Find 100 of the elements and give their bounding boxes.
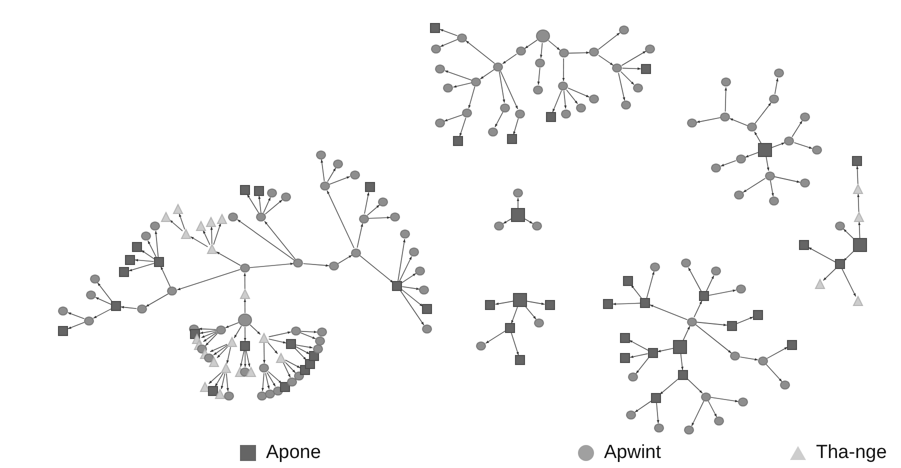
arrow: [620, 71, 634, 85]
arrow: [366, 204, 380, 216]
arrow: [300, 330, 318, 334]
arrow: [552, 90, 562, 112]
arrow: [774, 78, 778, 94]
arrow: [398, 238, 406, 282]
arrow: [774, 176, 800, 183]
circle-node: [317, 327, 328, 338]
triangle-node: [217, 214, 228, 224]
arrow: [808, 247, 836, 262]
circle-node: [265, 388, 276, 399]
square-node: [485, 300, 496, 310]
circle-node: [358, 214, 369, 224]
circle-node: [136, 304, 147, 314]
triangle-node: [276, 352, 286, 363]
square-node: [504, 323, 515, 334]
arrow: [178, 213, 186, 230]
arrow: [682, 326, 690, 342]
arrow: [466, 40, 495, 64]
arrow: [710, 397, 739, 402]
circle-node: [588, 94, 599, 104]
arrow: [696, 117, 721, 123]
arrow: [368, 216, 391, 219]
square-node: [513, 293, 527, 307]
arrow: [708, 400, 718, 418]
circle-node: [535, 58, 546, 68]
square-node: [58, 326, 68, 336]
arrow: [724, 87, 728, 112]
circle-node: [500, 102, 510, 113]
arrow: [657, 348, 674, 352]
triangle-node: [160, 212, 171, 222]
arrow: [680, 354, 684, 370]
arrow: [216, 346, 229, 358]
arrow: [220, 372, 226, 390]
circle-node: [558, 48, 569, 58]
triangle-node: [206, 216, 216, 227]
circle-node: [812, 145, 822, 155]
arrow: [485, 330, 506, 344]
arrow: [284, 360, 301, 368]
square-node: [726, 320, 737, 331]
arrow: [201, 331, 217, 338]
square-node: [799, 240, 809, 250]
circle-node: [281, 192, 292, 202]
arrow: [612, 302, 641, 306]
arrow: [263, 197, 271, 214]
circle-node: [315, 336, 326, 346]
arrow: [622, 67, 642, 70]
circle-node: [84, 316, 94, 326]
square-node: [640, 298, 650, 308]
arrow: [660, 378, 680, 395]
circle-node: [612, 63, 622, 74]
arrow: [244, 298, 246, 314]
square-node: [640, 64, 651, 74]
arrow: [95, 297, 112, 305]
arrow: [729, 118, 748, 126]
circle-node: [738, 397, 748, 408]
arrow: [598, 54, 614, 66]
square-node: [752, 310, 763, 320]
arrow: [742, 178, 766, 193]
circle-node: [86, 290, 96, 300]
triangle-node: [226, 337, 237, 348]
arrow: [97, 282, 114, 303]
square-node: [240, 340, 250, 351]
arrow: [708, 289, 736, 296]
circle-node: [784, 136, 794, 146]
circle-node: [800, 112, 810, 122]
circle-node: [435, 64, 446, 74]
arrow: [327, 168, 336, 182]
arrow: [250, 324, 261, 335]
arrow: [694, 300, 702, 318]
circle-node: [287, 376, 298, 387]
circle-node: [400, 229, 410, 240]
square-node: [698, 291, 709, 302]
circle-node: [513, 188, 523, 198]
arrow: [540, 42, 543, 58]
arrow: [646, 271, 654, 299]
arrow: [210, 344, 228, 352]
triangle-node: [181, 229, 192, 240]
square-node: [280, 382, 290, 392]
arrow: [792, 120, 803, 138]
circle-node: [834, 220, 845, 231]
arrow: [240, 350, 244, 368]
arrow: [216, 251, 241, 266]
circle-node: [204, 352, 214, 363]
circle-node: [488, 126, 498, 137]
arrow: [754, 102, 772, 124]
circle-node: [800, 178, 810, 188]
circle-node: [710, 266, 721, 276]
square-node: [602, 299, 613, 310]
arrow: [268, 338, 287, 344]
triangle-node: [206, 244, 217, 254]
triangle-node: [200, 382, 210, 392]
circle-node: [684, 425, 694, 436]
arrow: [794, 142, 813, 149]
arrow: [516, 198, 520, 208]
circle-node: [350, 170, 360, 180]
arrow: [296, 344, 313, 349]
circle-node: [422, 324, 432, 334]
arrow: [630, 284, 643, 300]
arrow: [526, 300, 545, 305]
